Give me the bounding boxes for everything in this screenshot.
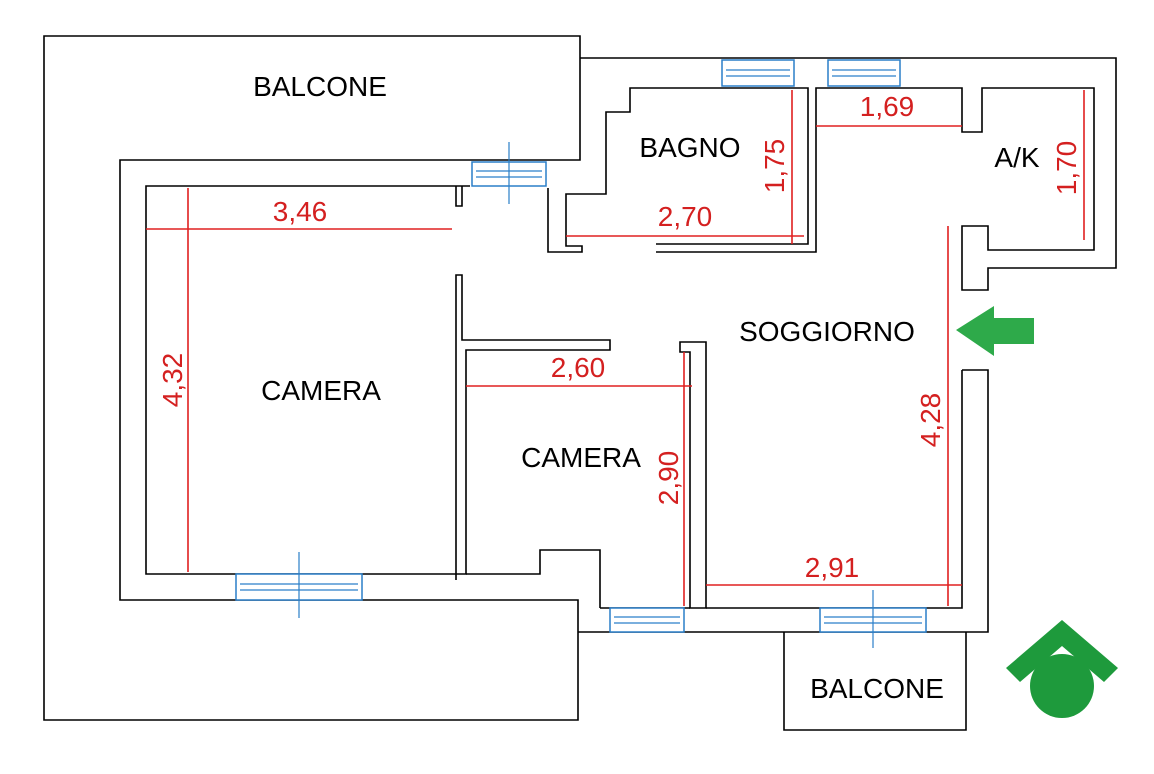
room-label-bathroom: BAGNO	[639, 132, 740, 163]
dim-label-bedroom-small-depth: 2,90	[653, 451, 684, 506]
window-bedroom-small	[609, 607, 685, 633]
dimension-lines	[146, 90, 1085, 606]
dim-label-kitchenette-width: 1,69	[860, 91, 915, 122]
door-jamb-left	[455, 186, 463, 207]
room-labels: BALCONE BAGNO A/K SOGGIORNO CAMERA CAMER…	[253, 71, 1040, 704]
dim-label-bathroom-depth: 1,75	[759, 139, 790, 194]
dimension-labels: 3,46 4,32 2,70 1,75 1,69 1,70 2,60 2,90 …	[157, 91, 1082, 583]
room-label-living-room: SOGGIORNO	[739, 316, 915, 347]
room-label-bedroom-large: CAMERA	[261, 375, 381, 406]
dim-label-kitchenette-depth: 1,70	[1051, 141, 1082, 196]
window-top-balcony-door	[471, 142, 547, 204]
windows	[235, 59, 927, 648]
agency-logo-icon	[1006, 620, 1118, 718]
balcony-outer-wall	[43, 35, 581, 721]
bathroom-walls	[547, 87, 809, 253]
bedroom-small-walls	[466, 549, 601, 608]
living-right-wall	[578, 369, 989, 633]
dim-label-bedroom-large-width: 3,46	[273, 196, 328, 227]
room-label-balcony-top: BALCONE	[253, 71, 387, 102]
window-living-room	[819, 590, 927, 648]
dim-label-living-room-depth: 4,28	[915, 393, 946, 448]
balcony-bottom-wall	[783, 632, 967, 731]
dim-label-bedroom-large-depth: 4,32	[157, 353, 188, 408]
entrance-arrow-icon	[956, 306, 1034, 356]
dim-label-living-room-width: 2,91	[805, 552, 860, 583]
dim-label-bathroom-width: 2,70	[658, 201, 713, 232]
bedroom-large-walls	[145, 185, 611, 580]
apartment-outer-wall	[580, 57, 1117, 291]
room-label-bedroom-small: CAMERA	[521, 442, 641, 473]
living-bottom-wall	[706, 370, 963, 609]
room-label-balcony-bottom: BALCONE	[810, 673, 944, 704]
dim-label-bedroom-small-width: 2,60	[551, 352, 606, 383]
walls	[43, 35, 1117, 731]
window-bathroom	[721, 59, 795, 87]
room-label-kitchenette: A/K	[994, 142, 1039, 173]
window-bedroom-large	[235, 552, 363, 618]
window-kitchenette	[827, 59, 901, 87]
